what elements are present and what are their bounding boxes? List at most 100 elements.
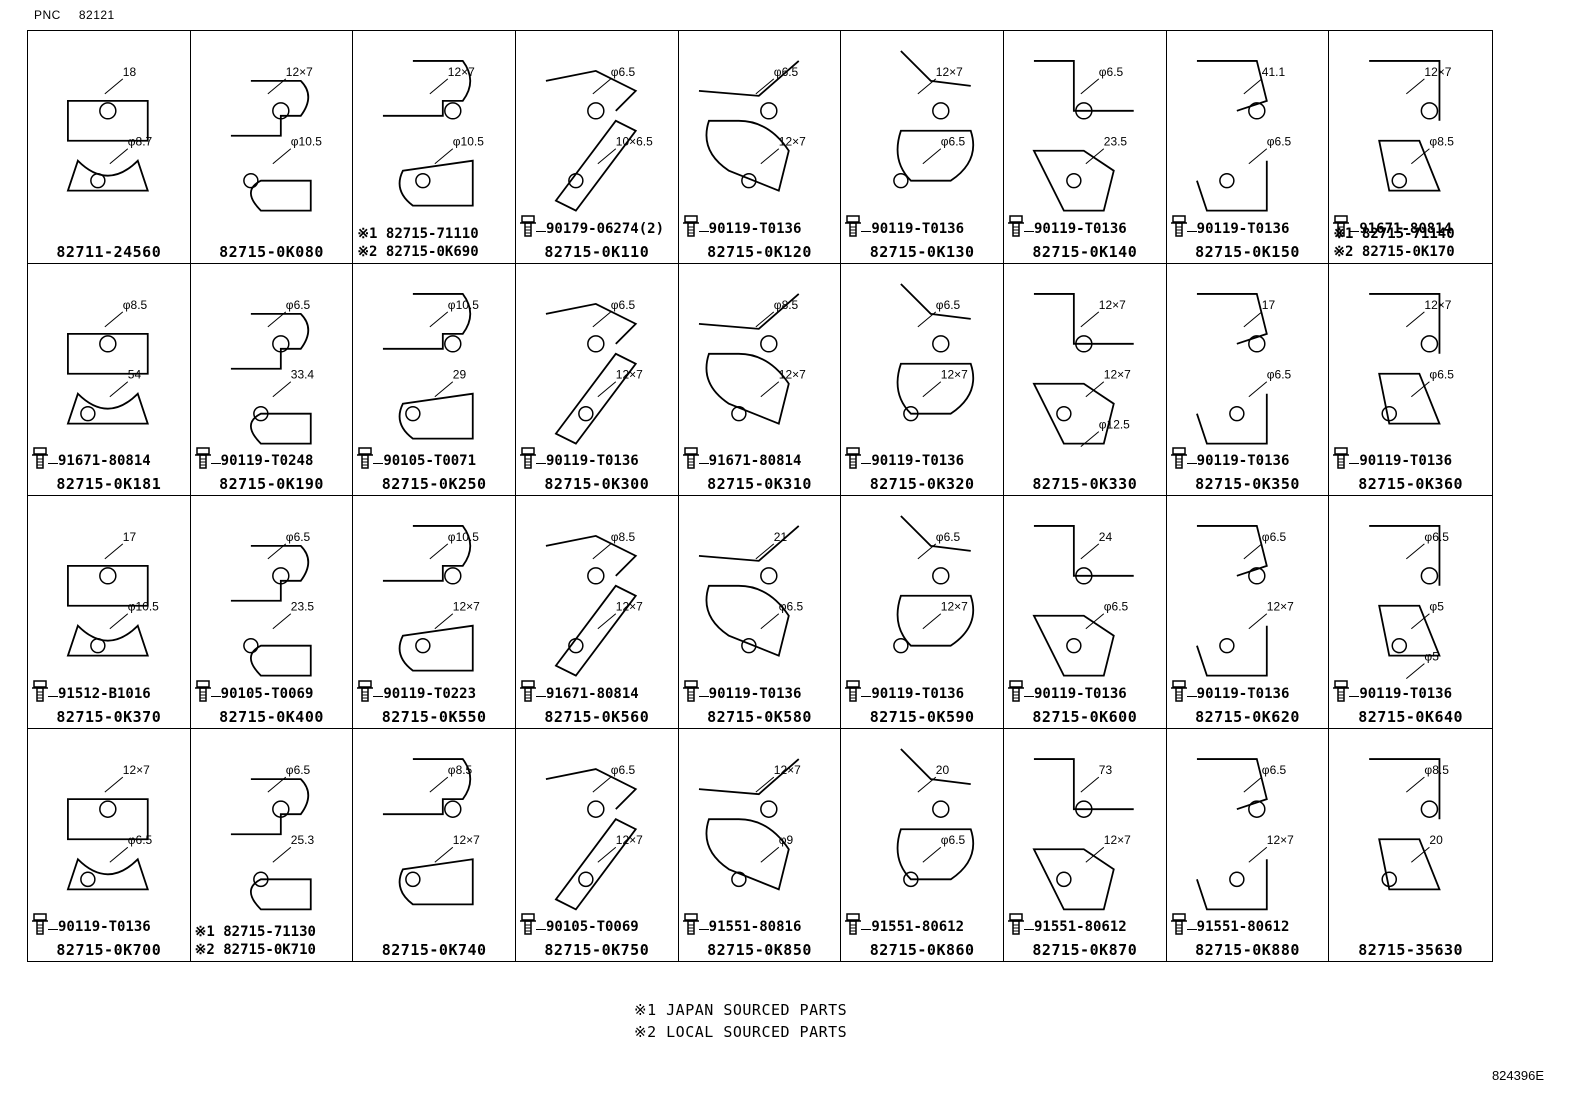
part-number[interactable]: 82715-0K140 [1032,242,1138,261]
bolt-callout: 90105-T0069 [194,679,313,702]
hole-mark [415,637,431,654]
dimension-label: φ6.5 [936,297,961,311]
hole-mark [1228,405,1245,421]
hole-mark [740,637,757,654]
part-number[interactable]: 82715-0K880 [1195,941,1300,959]
bracket-outline [698,757,800,891]
leader-line [1243,776,1262,793]
part-number[interactable]: 82715-0K640 [1358,707,1464,726]
bolt-icon [1170,447,1187,469]
leader-line [922,613,942,630]
leader-line [597,846,617,863]
part-number[interactable]: 82715-0K860 [869,941,975,959]
dimension-label: 12×7 [1266,833,1293,847]
dimension-label: φ8.7 [128,135,153,149]
bracket-drawing: 12×7φ9 [698,757,801,891]
leader-line [592,78,612,95]
leader-line [922,380,942,397]
part-number[interactable]: 82711-24560 [56,242,162,261]
part-number[interactable]: 82715-0K250 [381,475,487,493]
part-number[interactable]: 82715-0K560 [544,707,650,726]
bolt-icon [1170,214,1187,237]
bolt-callout: 90119-T0136 [845,447,964,469]
part-number[interactable]: 82715-0K360 [1358,475,1464,493]
bolt-leader [861,695,872,697]
part-number[interactable]: 82715-0K870 [1032,941,1138,959]
dimension-label: 41.1 [1261,65,1285,79]
bracket-drawing: φ6.512×7 [545,297,643,445]
leader-line [267,311,286,327]
part-number[interactable]: 82715-0K330 [1032,475,1138,493]
part-number[interactable]: 82715-0K370 [56,707,162,726]
bracket-outline [1195,757,1268,910]
bolt-leader [536,695,546,697]
part-number[interactable]: 82715-0K600 [1032,707,1138,726]
bolt-part-number: 90119-T0136 [708,220,802,237]
leader-line [1243,311,1262,327]
hole-mark [893,172,909,189]
hole-mark [1420,334,1439,353]
bolt-leader [1349,463,1360,464]
part-number[interactable]: 82715-0K700 [56,941,162,959]
part-number[interactable]: 82715-0K590 [869,707,975,726]
part-number[interactable]: 82715-0K580 [707,707,812,726]
part-number[interactable]: 82715-0K080 [219,242,324,261]
bolt-icon [520,679,536,702]
bolt-leader [698,929,709,930]
hole-mark [1075,102,1093,120]
leader-line [1248,380,1267,397]
part-number[interactable]: 82715-0K750 [544,941,650,959]
part-number[interactable]: 82715-0K320 [869,475,975,493]
part-number[interactable]: 82715-0K550 [381,707,487,726]
hole-mark [568,172,584,189]
bolt-leader [1349,230,1360,232]
pnc-label: PNC [34,8,61,22]
dimension-label: 10×6.5 [616,135,653,149]
part-number[interactable]: 82715-0K620 [1195,707,1300,726]
hole-mark [405,405,421,421]
dimension-label: φ10.5 [453,135,484,149]
hole-mark [730,405,747,421]
part-number[interactable]: 82715-0K150 [1195,242,1300,261]
bolt-part-number: 90179-06274(2) [546,220,665,237]
leader-line [1085,613,1105,630]
dimension-label: 20 [1430,833,1444,847]
leader-line [272,846,291,863]
bracket-outline [66,797,149,890]
bolt-icon [357,679,374,702]
part-number[interactable]: 82715-0K300 [544,475,650,493]
bolt-callout: 91671-80814 [32,447,151,469]
part-number[interactable]: 82715-0K400 [219,707,324,726]
leader-line [917,776,937,793]
part-number[interactable]: 82715-0K120 [707,242,812,261]
part-number[interactable]: 82715-0K110 [544,242,650,261]
part-number[interactable]: 82715-0K130 [869,242,975,261]
pnc-value: 82121 [78,8,115,22]
part-number[interactable]: 82715-0K850 [707,941,812,959]
part-number[interactable]: 82715-0K740 [381,941,487,959]
dimension-label: 73 [1099,763,1113,777]
part-number[interactable]: 82715-0K181 [56,475,162,493]
leader-line [272,148,291,165]
hole-mark [252,871,269,887]
part-number[interactable]: 82715-0K310 [707,475,812,493]
bolt-part-number: 91671-80814 [1359,220,1453,237]
bracket-outline [1369,292,1442,425]
part-number[interactable]: 82715-35630 [1358,941,1464,959]
part-number[interactable]: 82715-0K350 [1195,475,1300,493]
hole-mark [1056,871,1072,887]
leader-line [434,613,454,630]
bracket-outline [897,747,975,880]
bolt-icon [520,214,536,237]
bracket-outline [383,60,474,207]
part-number[interactable]: 82715-0K190 [219,475,324,493]
bolt-part-number: 90119-T0136 [1196,453,1290,469]
leader-line [755,78,774,95]
